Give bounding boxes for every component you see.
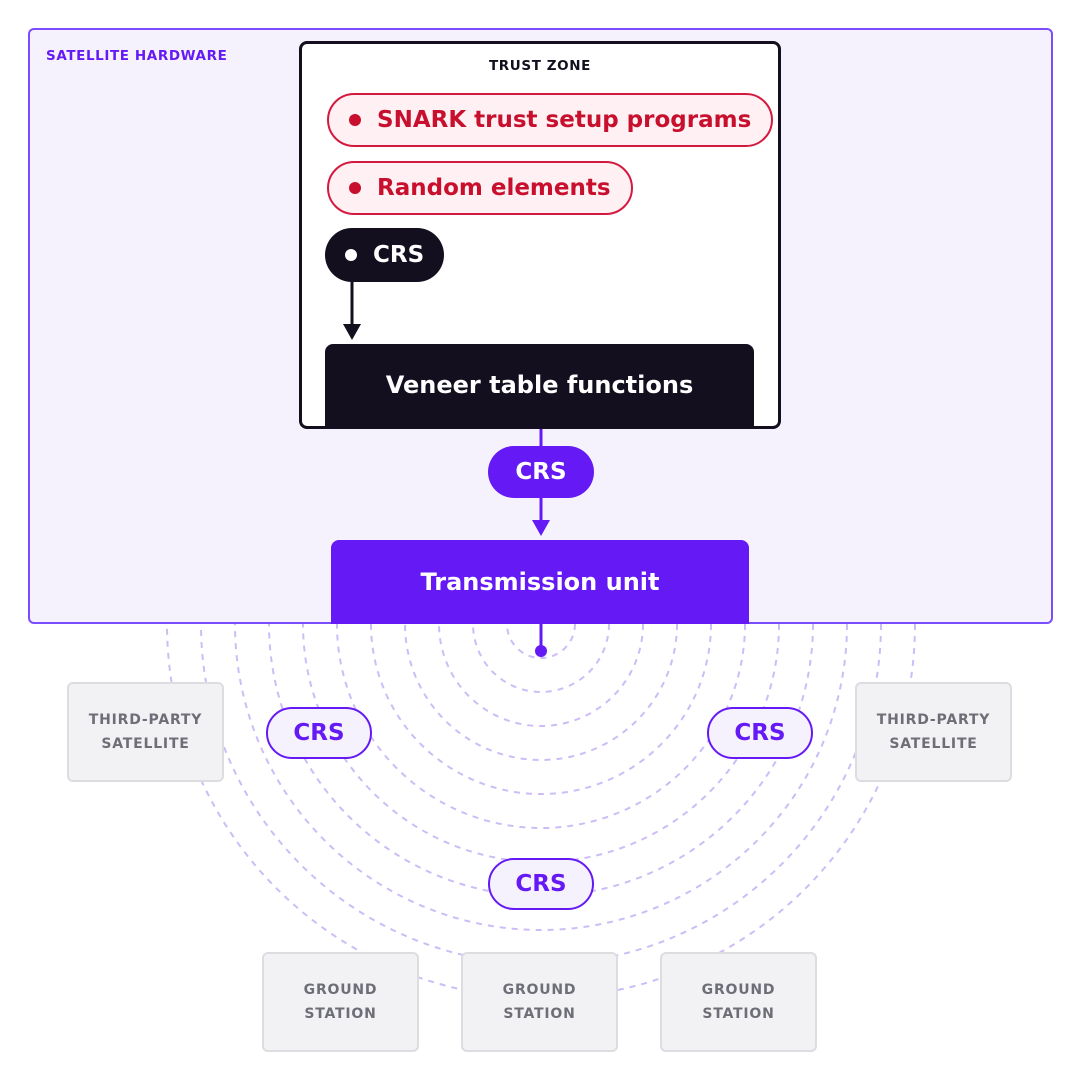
crs-broadcast-left: CRS [266,707,372,759]
veneer-label: Veneer table functions [385,371,694,399]
wave-ring [166,249,916,999]
crs-transfer-badge: CRS [488,446,594,498]
transmission-unit: Transmission unit [331,540,749,624]
third-party-satellite-right: THIRD-PARTY SATELLITE [855,682,1012,782]
crs-broadcast-right: CRS [707,707,813,759]
node-label-line1: GROUND [303,982,378,998]
crs-pill-label: CRS [373,242,425,268]
trust-zone-label: TRUST ZONE [489,58,591,74]
node-label-line2: SATELLITE [889,736,978,752]
bullet-icon [349,114,361,126]
trust-zone: TRUST ZONE SNARK trust setup programs Ra… [299,41,781,429]
node-label-line1: GROUND [701,982,776,998]
node-label-line2: STATION [702,1006,775,1022]
snark-setup-pill: SNARK trust setup programs [327,93,774,147]
ground-station-1: GROUND STATION [262,952,419,1052]
snark-setup-label: SNARK trust setup programs [377,107,752,133]
node-label-line2: STATION [304,1006,377,1022]
bullet-icon [349,182,361,194]
random-elements-label: Random elements [377,175,611,201]
node-label-line1: THIRD-PARTY [88,712,203,728]
node-label-line2: SATELLITE [101,736,190,752]
crs-broadcast-bottom: CRS [488,858,594,910]
bullet-icon [345,249,357,261]
node-label-line2: STATION [503,1006,576,1022]
node-label-line1: GROUND [502,982,577,998]
wave-ring [472,555,610,693]
satellite-hardware-label: SATELLITE HARDWARE [46,48,228,64]
wave-ring [268,351,814,897]
node-label-line1: THIRD-PARTY [876,712,991,728]
crs-pill: CRS [325,228,445,282]
ground-station-2: GROUND STATION [461,952,618,1052]
wave-ring [370,453,712,795]
ground-station-3: GROUND STATION [660,952,817,1052]
wave-ring [438,521,644,727]
third-party-satellite-left: THIRD-PARTY SATELLITE [67,682,224,782]
veneer-table-functions: Veneer table functions [325,344,754,426]
random-elements-pill: Random elements [327,161,633,215]
